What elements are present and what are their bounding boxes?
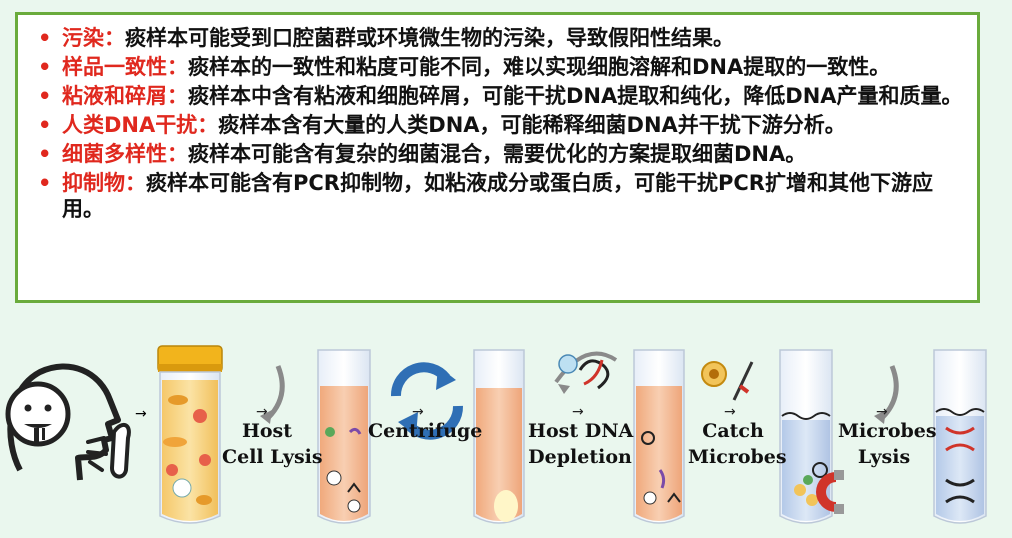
challenge-term: 人类DNA干扰： [62,113,219,137]
workflow-diagram: → [0,320,1012,534]
lysed-tube-icon [317,349,371,524]
challenge-term: 污染： [62,26,125,50]
step-label-line: Host DNA [528,420,634,442]
bullet-icon: • [38,26,52,50]
challenge-term: 抑制物： [62,171,146,195]
challenges-box: • 污染：痰样本可能受到口腔菌群或环境微生物的污染，导致假阳性结果。 • 样品一致性：… [15,12,980,303]
magnetic-beads-icon [701,361,754,401]
challenge-list: • 污染：痰样本可能受到口腔菌群或环境微生物的污染，导致假阳性结果。 • 样品一致性：… [34,25,963,222]
curved-arrow-icon [874,365,899,424]
centrifuge-icon [390,362,464,440]
arrow-icon: → [876,404,888,420]
challenge-text: 痰样本可能含有复杂的细菌混合，需要优化的方案提取细菌DNA。 [188,142,807,166]
arrow-icon: → [572,404,584,420]
step-centrifuge: Centrifuge [368,418,483,444]
step-host-lysis: Host Cell Lysis [222,418,323,470]
depleted-tube-icon [633,349,685,524]
challenge-term: 粘液和碎屑： [62,84,188,108]
bullet-icon: • [38,142,52,166]
step-label-line: Microbes [688,446,787,468]
dna-depletion-icon [554,351,618,394]
step-label-line: Catch [702,420,764,442]
bullet-icon: • [38,55,52,79]
step-host-dna-depletion: Host DNA Depletion [528,418,634,470]
centrifuged-tube-icon [473,349,525,524]
challenge-item: • 样品一致性：痰样本的一致性和粘度可能不同，难以实现细胞溶解和DNA提取的一致性… [34,54,963,80]
bullet-icon: • [38,84,52,108]
step-catch-microbes: Catch Microbes [688,418,787,470]
bullet-icon: • [38,113,52,137]
magnet-icon [816,470,844,514]
arrow-icon: → [135,406,147,422]
challenge-text: 痰样本含有大量的人类DNA，可能稀释细菌DNA并干扰下游分析。 [218,113,846,137]
step-label-line: Depletion [528,446,632,468]
arrow-icon: → [256,404,268,420]
challenge-item: • 污染：痰样本可能受到口腔菌群或环境微生物的污染，导致假阳性结果。 [34,25,963,51]
step-label-line: Microbes [838,420,937,442]
step-label-line: Cell Lysis [222,446,323,468]
workflow-svg: → [5,345,987,524]
challenge-text: 痰样本的一致性和粘度可能不同，难以实现细胞溶解和DNA提取的一致性。 [188,55,891,79]
step-label-line: Host [241,420,293,442]
challenge-text: 痰样本中含有粘液和细胞碎屑，可能干扰DNA提取和纯化，降低DNA产量和质量。 [188,84,963,108]
challenge-item: • 抑制物：痰样本可能含有PCR抑制物，如粘液成分或蛋白质，可能干扰PCR扩增和其… [34,170,963,222]
challenge-text: 痰样本可能受到口腔菌群或环境微生物的污染，导致假阳性结果。 [125,26,734,50]
curved-arrow-icon [260,365,285,424]
challenge-item: • 人类DNA干扰：痰样本含有大量的人类DNA，可能稀释细菌DNA并干扰下游分析。 [34,112,963,138]
arrow-icon: → [412,404,424,420]
bullet-icon: • [38,171,52,195]
challenge-term: 细菌多样性： [62,142,188,166]
challenge-item: • 细菌多样性：痰样本可能含有复杂的细菌混合，需要优化的方案提取细菌DNA。 [34,141,963,167]
challenge-term: 样品一致性： [62,55,188,79]
step-label-line: Lysis [857,446,911,468]
challenge-item: • 粘液和碎屑：痰样本中含有粘液和细胞碎屑，可能干扰DNA提取和纯化，降低DNA产… [34,83,963,109]
arrow-icon: → [724,404,736,420]
step-microbes-lysis: Microbes Lysis [838,418,937,470]
sputum-tube-icon [157,345,223,524]
lysed-microbes-tube-icon [933,349,987,524]
coughing-person-icon [5,363,131,481]
challenge-text: 痰样本可能含有PCR抑制物，如粘液成分或蛋白质，可能干扰PCR扩增和其他下游应用… [62,171,933,221]
step-label-line: Centrifuge [368,420,483,442]
